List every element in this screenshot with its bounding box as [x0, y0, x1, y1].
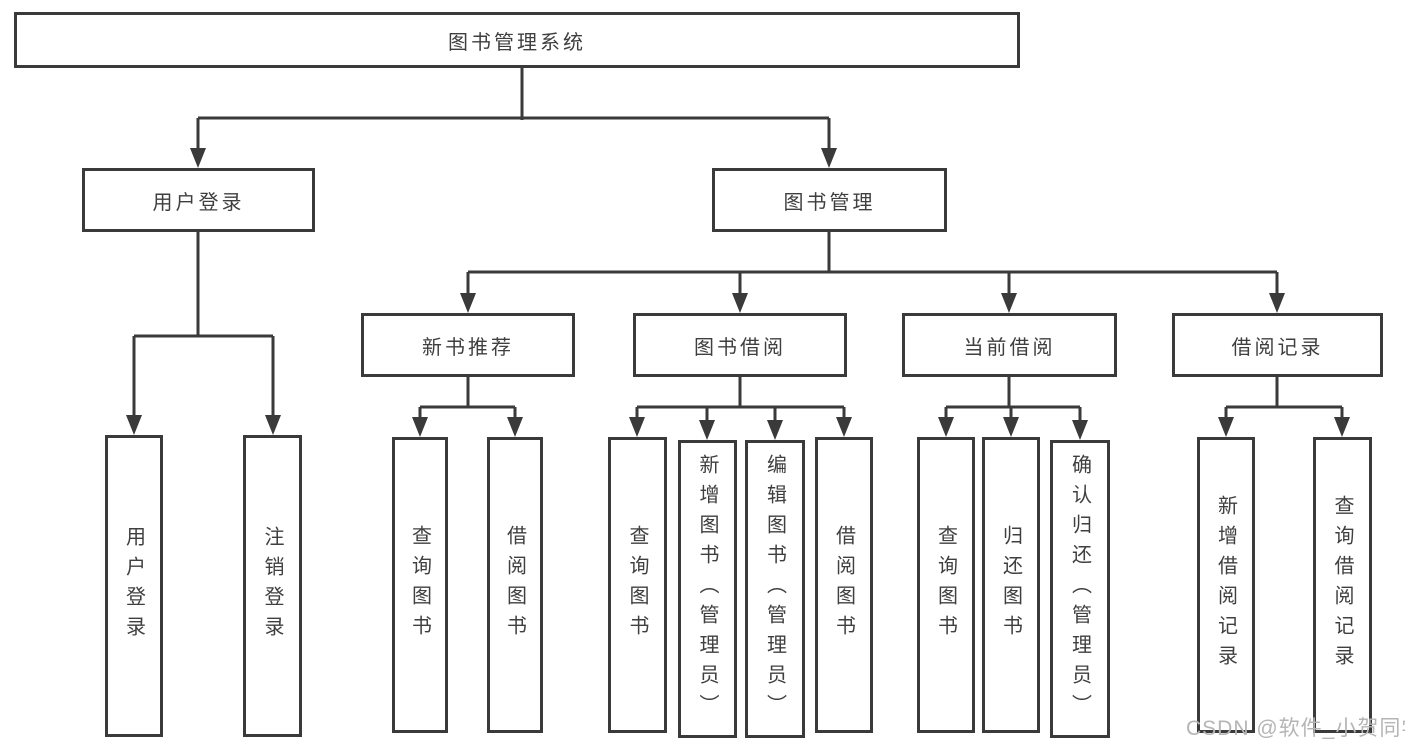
arrow-down-icon	[190, 148, 206, 168]
arrow-down-icon	[629, 417, 645, 437]
connector-newbookrec-to-leaves	[418, 377, 517, 420]
arrowheads	[126, 148, 1350, 440]
leaf-confirm-return-admin: 确认归还（管理员）	[1050, 440, 1110, 738]
connector-bookmgmt-to-level3	[466, 232, 1279, 296]
arrow-down-icon	[460, 293, 476, 313]
arrow-down-icon	[767, 420, 783, 440]
arrow-down-icon	[507, 417, 523, 437]
arrow-down-icon	[1003, 417, 1019, 437]
leaf-logout: 注销登录	[243, 435, 302, 737]
connector-borrowrecord-to-leaves	[1224, 377, 1344, 420]
node-root-library-system: 图书管理系统	[14, 12, 1020, 68]
arrow-down-icon	[1072, 420, 1088, 440]
leaf-user-login: 用户登录	[105, 435, 163, 737]
leaf-add-borrow-record: 新增借阅记录	[1197, 437, 1255, 733]
arrow-down-icon	[126, 415, 142, 435]
leaf-add-books-admin: 新增图书（管理员）	[678, 440, 737, 738]
connector-userlogin-to-leaves	[132, 232, 275, 418]
node-current-borrow: 当前借阅	[902, 313, 1117, 377]
arrow-down-icon	[732, 293, 748, 313]
node-borrow-record: 借阅记录	[1172, 313, 1383, 377]
arrow-down-icon	[1269, 293, 1285, 313]
leaf-borrow-books-2: 借阅图书	[815, 437, 873, 733]
leaf-query-books-2: 查询图书	[608, 437, 667, 733]
leaf-query-books-3: 查询图书	[917, 437, 975, 733]
connector-currentborrow-to-leaves	[944, 377, 1082, 423]
arrow-down-icon	[412, 417, 428, 437]
arrow-down-icon	[1334, 417, 1350, 437]
arrow-down-icon	[938, 417, 954, 437]
leaf-borrow-books-1: 借阅图书	[487, 437, 543, 733]
arrow-down-icon	[1001, 293, 1017, 313]
node-book-borrow: 图书借阅	[633, 313, 847, 377]
leaf-query-borrow-record: 查询借阅记录	[1313, 437, 1372, 733]
arrow-down-icon	[265, 415, 281, 435]
arrow-down-icon	[699, 420, 715, 440]
leaf-query-books-1: 查询图书	[392, 437, 448, 733]
leaf-edit-books-admin: 编辑图书（管理员）	[745, 440, 805, 738]
watermark: CSDN @软件_小贺同学	[1186, 717, 1405, 740]
connector-root-to-level2	[196, 68, 831, 150]
connector-bookborrow-to-leaves	[635, 377, 846, 423]
arrow-down-icon	[821, 148, 837, 168]
node-book-management: 图书管理	[712, 168, 947, 232]
arrow-down-icon	[836, 417, 852, 437]
node-user-login: 用户登录	[82, 168, 315, 232]
arrow-down-icon	[1218, 417, 1234, 437]
leaf-return-books: 归还图书	[982, 437, 1040, 733]
node-new-book-recommend: 新书推荐	[361, 313, 575, 377]
